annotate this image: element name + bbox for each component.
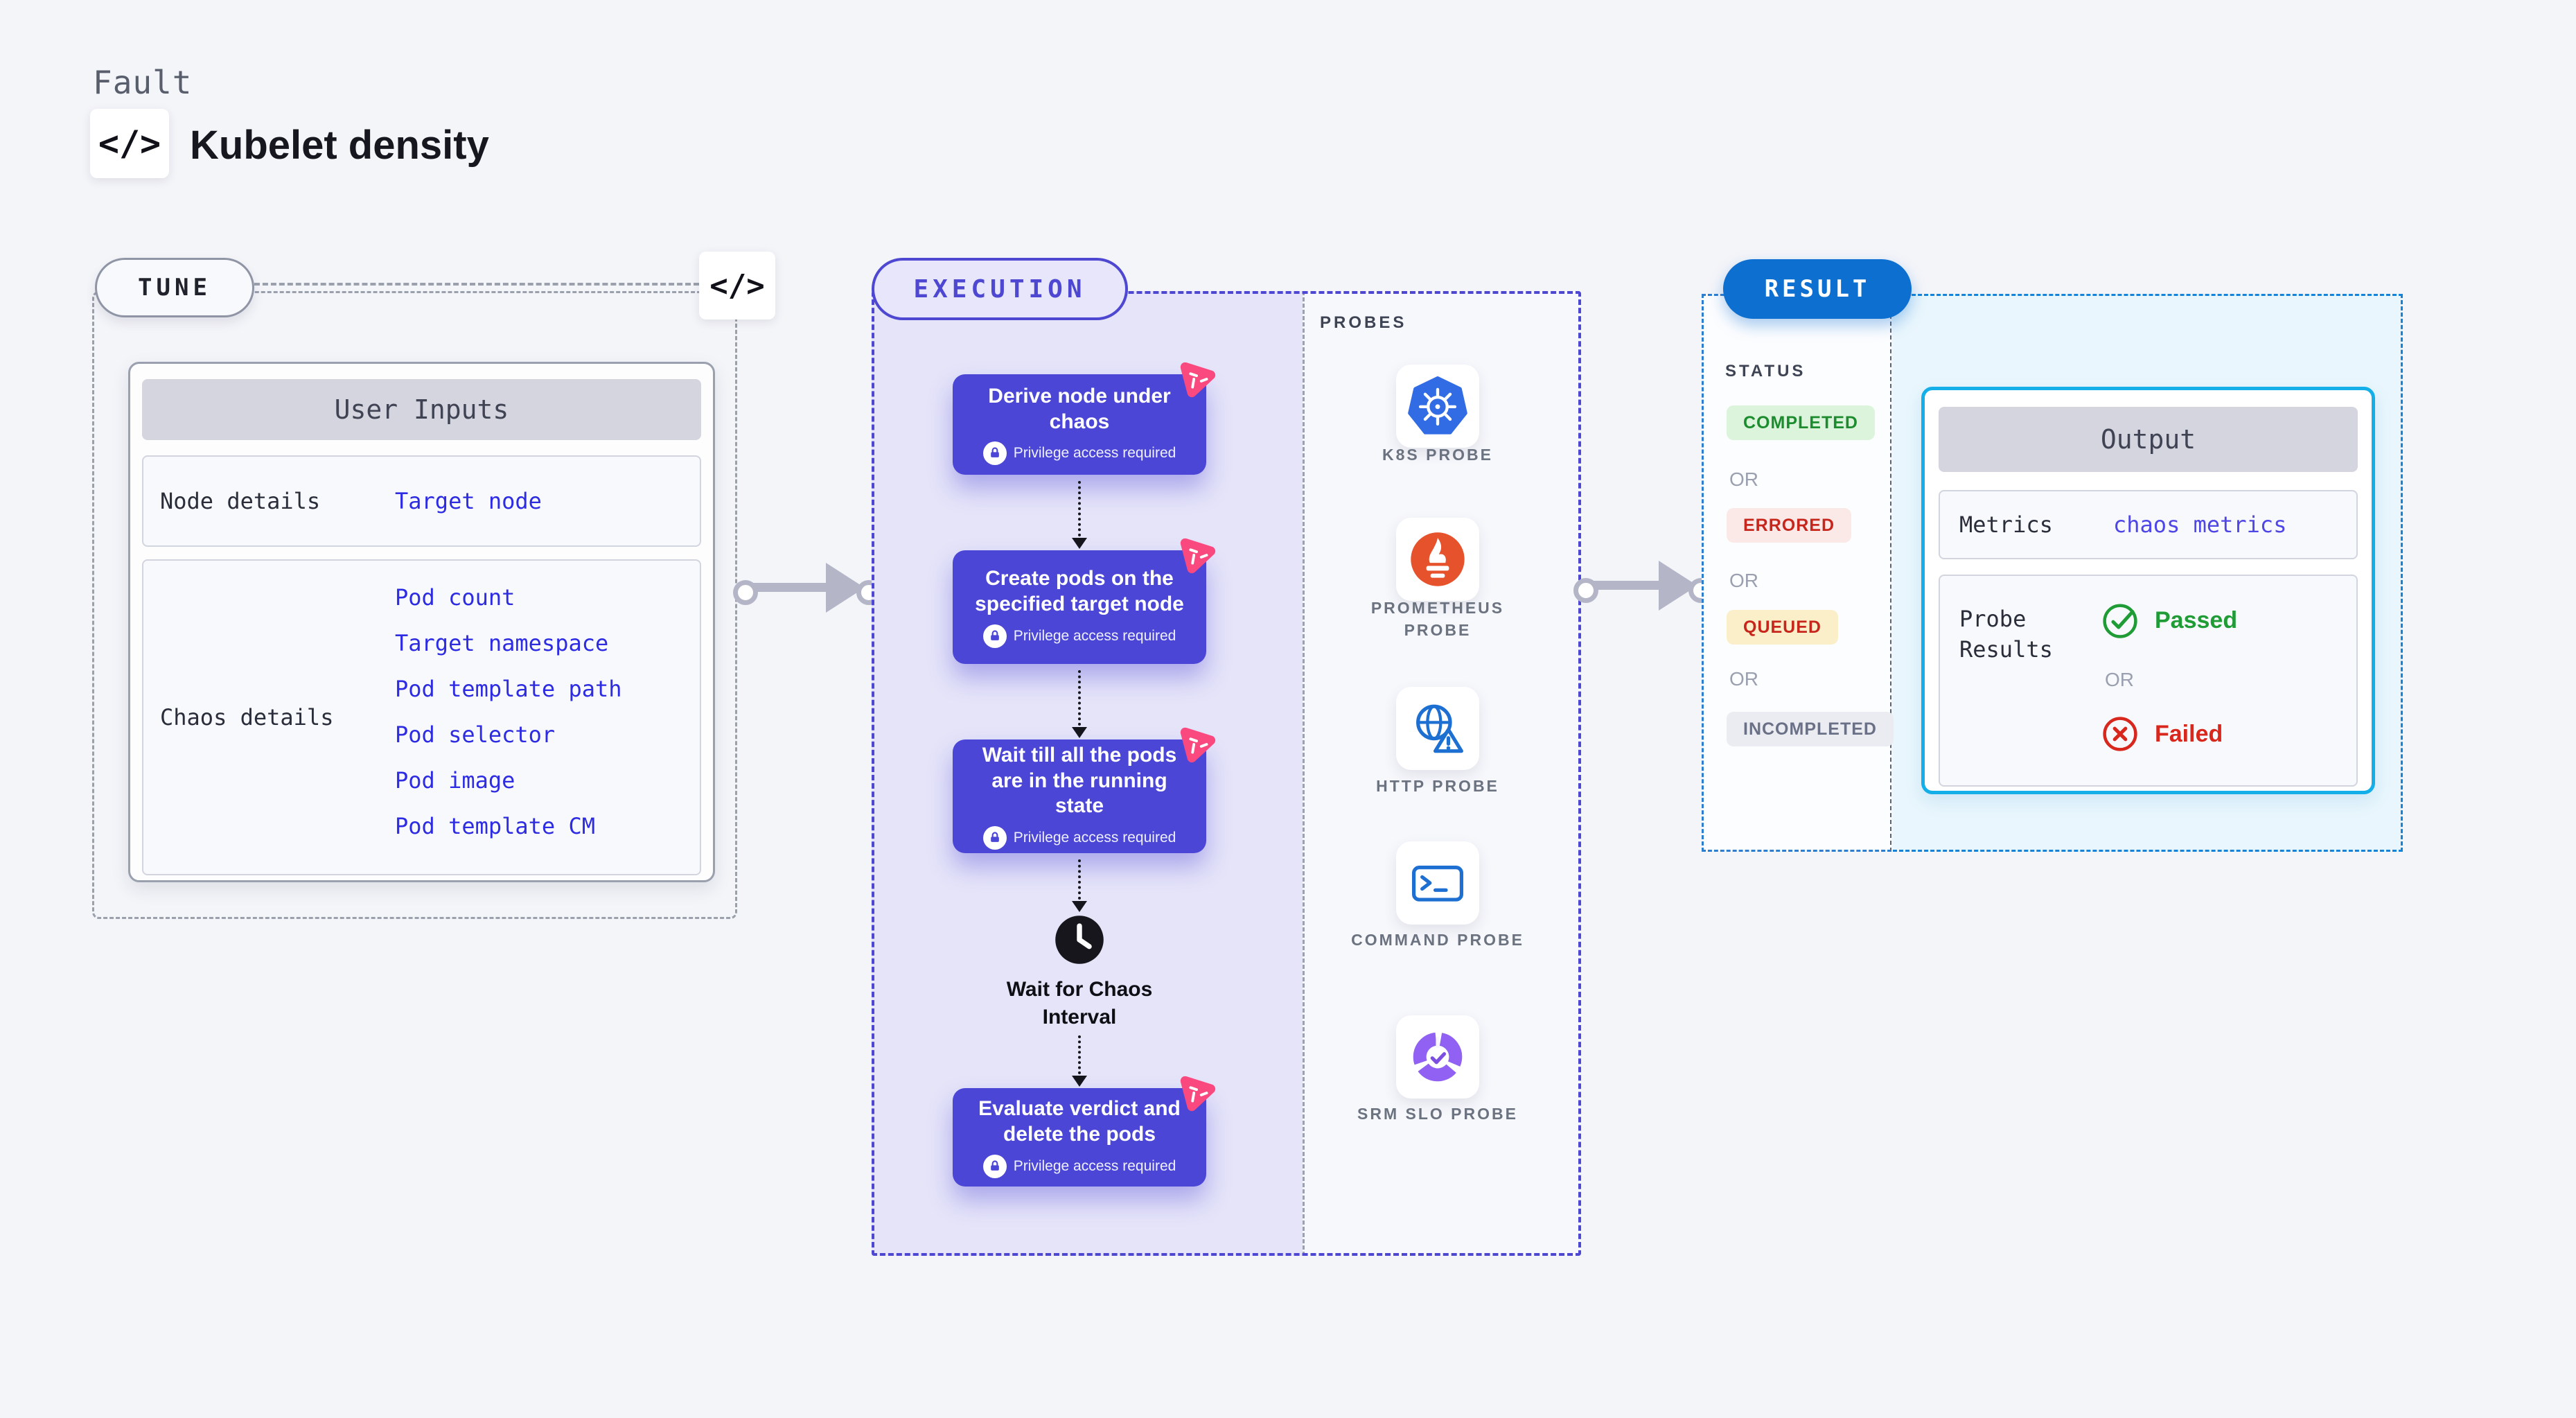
or-separator: OR [2105,669,2134,690]
result-pill: RESULT [1723,259,1912,319]
page-title: Kubelet density [190,123,489,168]
status-badge-incompleted: INCOMPLETED [1727,712,1894,746]
probes-label: PROBES [1320,313,1407,332]
user-inputs-header: User Inputs [142,379,701,440]
probe-tile-command [1396,841,1479,925]
probe-label-srm-slo: SRM SLO PROBE [1357,1105,1518,1123]
fault-eyebrow: Fault [93,64,193,101]
prometheus-icon [1411,532,1465,586]
link-pod-image[interactable]: Pod image [395,767,515,794]
tune-region [92,291,737,919]
or-separator: OR [1729,469,1758,490]
connector-ring [1573,578,1598,603]
flow-connector [1078,481,1081,536]
clock-icon [1055,916,1104,964]
wait-for-chaos-label: Wait for Chaos Interval [1006,978,1153,1029]
flow-connector [1078,670,1081,726]
probe-tile-prometheus [1396,518,1479,601]
output-header: Output [1939,407,2358,472]
probe-tile-http [1396,687,1479,770]
http-globe-icon [1416,704,1463,753]
code-icon: </> [90,109,169,178]
step-evaluate-verdict: Evaluate verdict and delete the pods Pri… [953,1076,1216,1187]
flow-arrowhead [1072,538,1087,549]
x-circle-icon [2103,717,2137,751]
lock-icon [982,825,1007,850]
user-inputs-card: User Inputs Node details Target node Cha… [128,362,715,882]
chaos-badge-icon [1180,727,1216,763]
flow-arrowhead [1072,727,1087,738]
check-circle-icon [2103,604,2137,638]
lock-icon [982,441,1007,466]
probe-label-k8s: K8S PROBE [1382,446,1493,464]
probe-label-http: HTTP PROBE [1376,777,1499,795]
step-wait-pods-running: Wait till all the pods are in the runnin… [953,727,1216,853]
link-pod-template-path[interactable]: Pod template path [395,676,622,702]
flow-arrowhead [1072,1076,1087,1087]
table-row-chaos-details: Chaos details Pod count Target namespace… [142,559,701,875]
chaos-badge-icon [1180,538,1216,574]
output-row-probe-results: Probe Results Passed OR Failed [1939,575,2358,787]
output-row-metrics: Metrics chaos metrics [1939,490,2358,559]
result-status-region [1702,294,1891,852]
table-row-node-details: Node details Target node [142,455,701,547]
probe-label-prometheus: PROMETHEUS PROBE [1370,599,1505,640]
output-card: Output Metrics chaos metrics Probe Resul… [1921,387,2375,794]
privilege-label: Privilege access required [1013,627,1176,644]
lock-icon [982,624,1007,648]
link-pod-selector[interactable]: Pod selector [395,721,556,748]
slo-donut-icon [1413,1032,1463,1082]
terminal-icon [1412,866,1463,902]
tune-pill: TUNE [95,258,254,317]
privilege-label: Privilege access required [1013,829,1176,846]
row-label: Chaos details [160,704,334,730]
probe-results-label: Probe Results [1959,606,2053,663]
status-badge-errored: ERRORED [1727,508,1852,543]
step-derive-node: Derive node under chaos Privilege access… [953,362,1216,475]
verdict-failed: Failed [2101,715,2223,753]
privilege-label: Privilege access required [1013,1157,1176,1174]
link-target-namespace[interactable]: Target namespace [395,630,609,656]
status-label: STATUS [1725,362,1806,380]
chaos-badge-icon [1180,362,1216,398]
flow-connector [1078,859,1081,900]
code-icon-tune: </> [699,252,775,320]
row-label: Node details [160,488,321,514]
flow-arrowhead [1072,901,1087,912]
lock-icon [982,1154,1007,1178]
link-target-node[interactable]: Target node [395,488,542,514]
link-pod-count[interactable]: Pod count [395,584,515,611]
or-separator: OR [1729,668,1758,690]
probe-tile-k8s [1396,365,1479,448]
chaos-metrics-link[interactable]: chaos metrics [2113,511,2287,538]
connector-ring [733,580,758,605]
privilege-label: Privilege access required [1013,445,1176,462]
chaos-badge-icon [1180,1076,1216,1112]
link-pod-template-cm[interactable]: Pod template CM [395,813,595,839]
flow-connector [1078,1035,1081,1074]
execution-pill: EXECUTION [872,258,1128,320]
status-badge-queued: QUEUED [1727,610,1838,645]
status-badge-completed: COMPLETED [1727,405,1875,440]
kubernetes-icon [1408,376,1467,435]
or-separator: OR [1729,570,1758,591]
probe-tile-srm-slo [1396,1015,1479,1098]
verdict-passed: Passed [2101,601,2237,640]
probe-label-command: COMMAND PROBE [1351,931,1524,949]
metrics-label: Metrics [1959,511,2053,538]
tune-connector-line [246,283,699,286]
step-create-pods: Create pods on the specified target node… [953,538,1216,664]
